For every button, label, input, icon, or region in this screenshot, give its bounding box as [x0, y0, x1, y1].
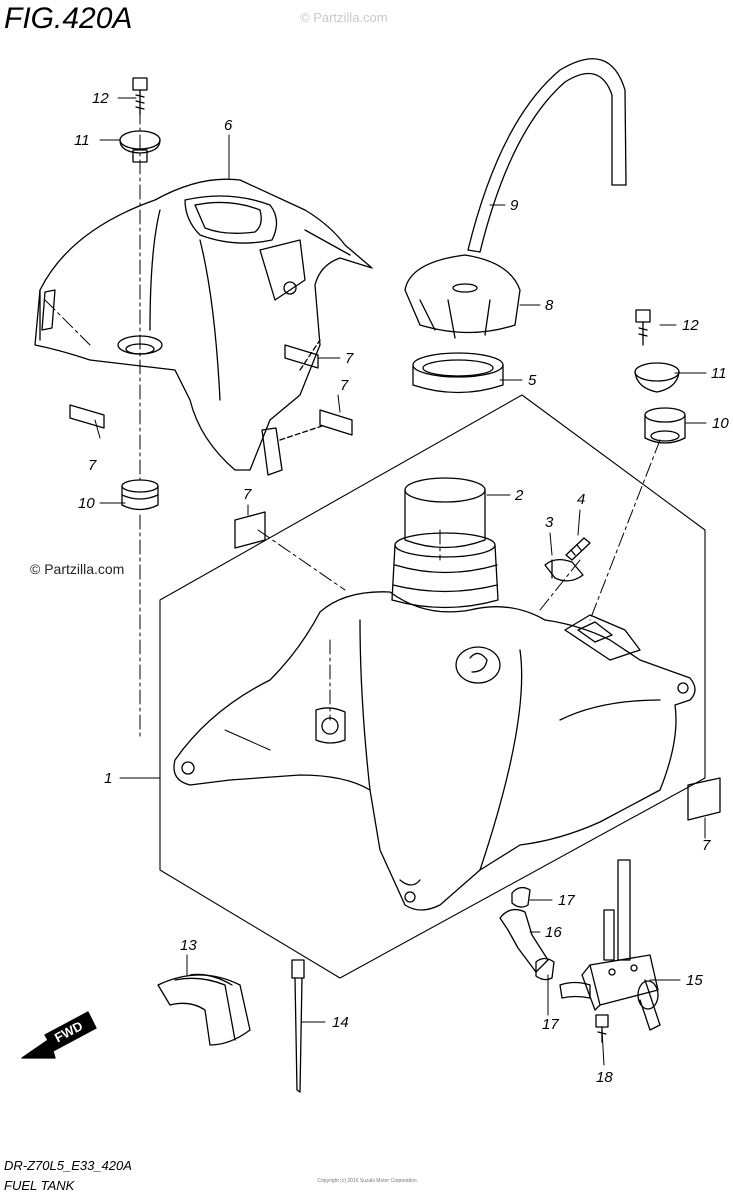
fuel-tank-cover-6: [34, 178, 373, 476]
callout-11: 11: [74, 132, 90, 149]
callout-17: 17: [558, 892, 575, 909]
breather-hose-9: [467, 58, 627, 253]
cushion-10-left: [121, 479, 159, 511]
callout-8: 8: [545, 297, 554, 314]
pads-7: [69, 339, 721, 821]
cushion-11-left: [119, 130, 161, 163]
watermark: © Partzilla.com: [300, 10, 388, 25]
fuel-cap-8: [404, 254, 521, 339]
callout-13: 13: [180, 937, 197, 954]
cap-gasket-5: [412, 352, 504, 394]
callout-5: 5: [528, 372, 537, 389]
bolt-12-left: [132, 77, 148, 116]
callout-14: 14: [332, 1014, 349, 1031]
cushion-10-right: [644, 407, 686, 444]
callout-16: 16: [545, 924, 562, 941]
fwd-arrow: [21, 1011, 97, 1059]
callout-7: 7: [702, 837, 711, 854]
screw-4: [565, 537, 591, 561]
figure-title: FIG.420A: [4, 2, 133, 35]
callout-9: 9: [510, 197, 519, 214]
centre-lines: [44, 109, 661, 741]
fuel-hose-16: [499, 908, 549, 973]
callout-12: 12: [92, 90, 109, 107]
callout-1: 1: [104, 770, 113, 787]
clip-17-bottom: [535, 957, 555, 981]
callout-3: 3: [545, 514, 554, 531]
leader-lines: [94, 97, 707, 1066]
figure-caption: FUEL TANK: [4, 1178, 75, 1193]
callout-12: 12: [682, 317, 699, 334]
callout-11: 11: [711, 365, 727, 382]
callout-17: 17: [542, 1016, 559, 1033]
tank-rubber-13: [157, 973, 251, 1046]
callout-10: 10: [78, 495, 95, 512]
model-code: DR-Z70L5_E33_420A: [4, 1158, 132, 1173]
bracket-3: [544, 558, 584, 582]
callout-2: 2: [515, 487, 524, 504]
callout-7: 7: [345, 350, 354, 367]
callout-18: 18: [596, 1069, 613, 1086]
fuel-cock-15: [559, 859, 661, 1031]
copyright-notice: Copyright (c) 2016 Suzuki Motor Corporat…: [317, 1178, 417, 1184]
cable-tie-14: [291, 959, 305, 1093]
callout-7: 7: [340, 377, 349, 394]
cushion-11-right: [634, 362, 680, 393]
callout-7: 7: [88, 457, 97, 474]
callout-10: 10: [712, 415, 729, 432]
watermark: © Partzilla.com: [30, 561, 125, 577]
clip-17-top: [511, 886, 531, 908]
screw-18: [595, 1014, 609, 1043]
bolt-12-right: [635, 309, 651, 346]
callout-6: 6: [224, 117, 233, 134]
filler-neck-2: [391, 477, 499, 609]
fuel-tank-1: [173, 591, 696, 911]
callout-4: 4: [577, 491, 586, 508]
callout-15: 15: [686, 972, 703, 989]
callout-7: 7: [243, 486, 252, 503]
tank-group-box: [159, 394, 706, 979]
